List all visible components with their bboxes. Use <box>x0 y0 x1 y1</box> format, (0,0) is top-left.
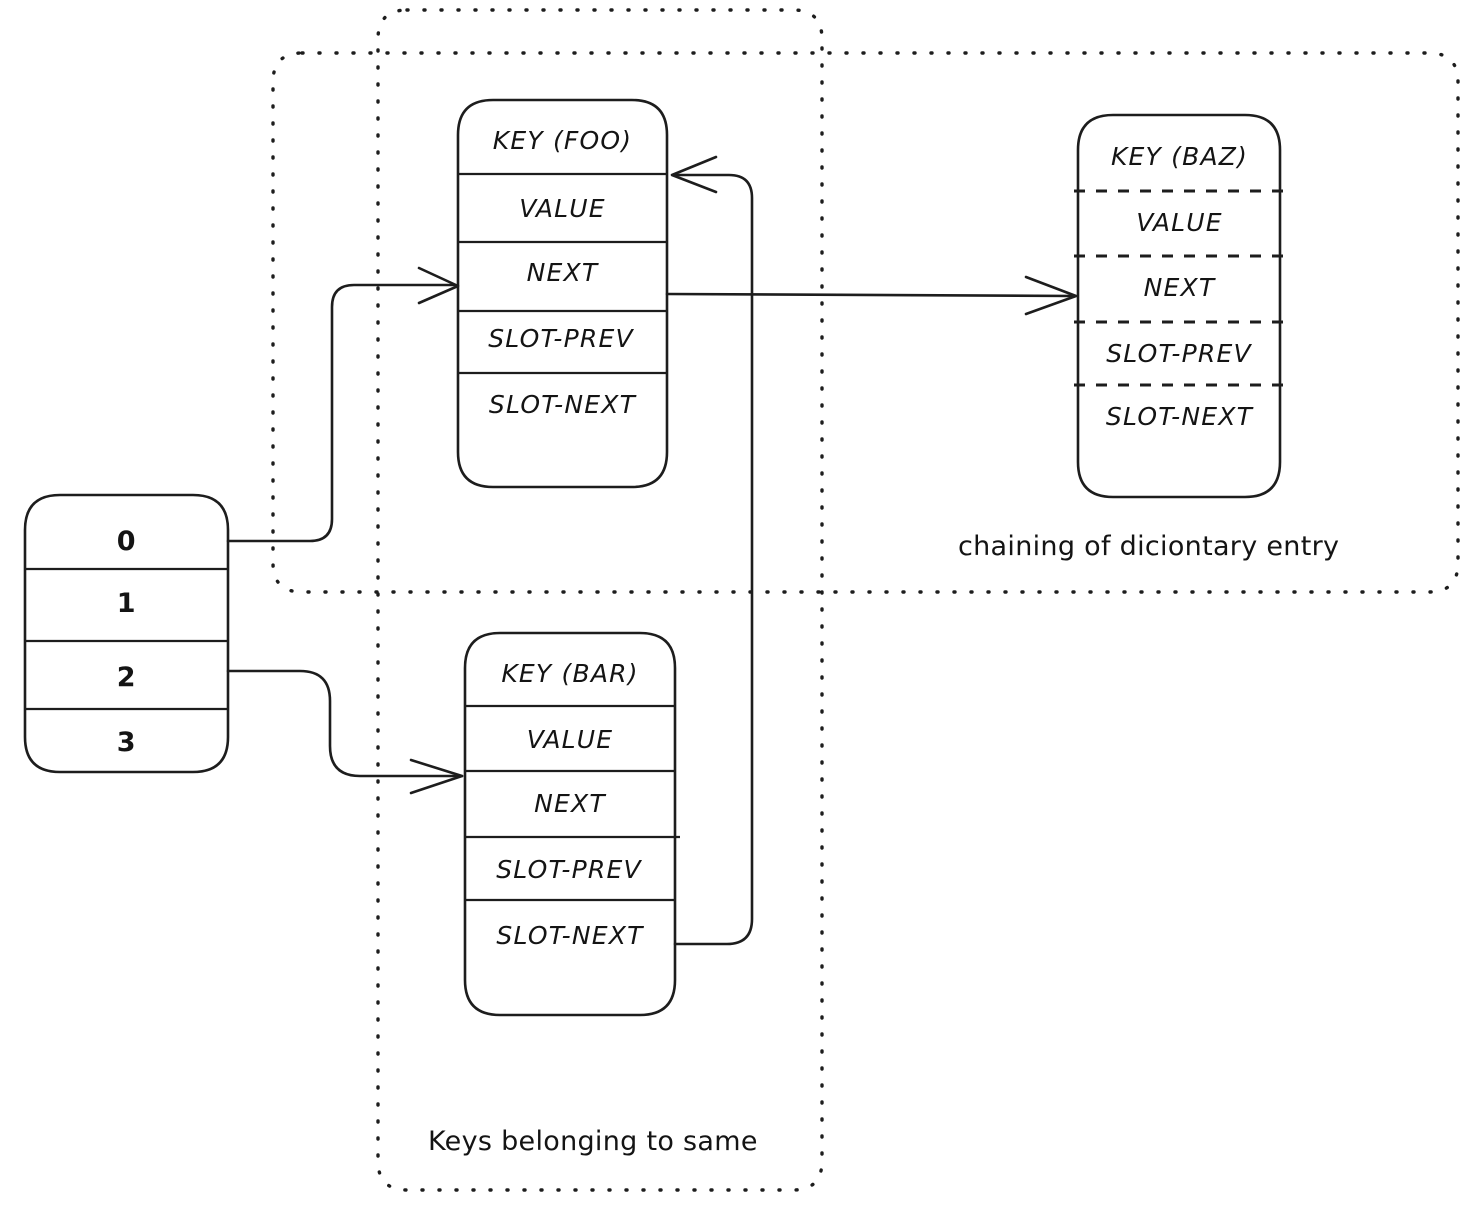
group-slot-link-caption-line-1: Keys belonging to same <box>428 1126 758 1157</box>
group-chaining-boundary <box>271 51 1460 594</box>
connector-slot2-to-bar <box>226 669 464 795</box>
entry-box-foo-outline <box>456 98 669 489</box>
entry-baz-key-label: KEY (BAZ) <box>1110 142 1249 171</box>
entry-bar-key-label: KEY (BAR) <box>501 659 639 688</box>
connector-bar-slotnext-to-foo <box>670 155 754 946</box>
entry-bar-field-value: VALUE <box>526 725 614 754</box>
group-slot-link-boundary <box>376 8 824 1192</box>
entry-foo-field-next: NEXT <box>526 258 599 287</box>
entry-foo-key-label: KEY (FOO) <box>492 126 633 155</box>
slot-label-3[interactable]: 3 <box>116 727 137 758</box>
entry-baz-field-slot-prev: SLOT-PREV <box>1106 339 1252 368</box>
entry-bar-field-next: NEXT <box>534 789 606 818</box>
entry-bar-field-slot-next: SLOT-NEXT <box>496 921 644 950</box>
slot-table-outline <box>23 493 230 774</box>
entry-box-baz-outline <box>1074 113 1284 499</box>
entry-baz-field-value: VALUE <box>1136 208 1223 237</box>
connector-slot0-to-foo <box>226 266 460 543</box>
entry-foo-field-slot-next: SLOT-NEXT <box>488 390 637 419</box>
entry-foo-field-slot-prev: SLOT-PREV <box>488 324 634 353</box>
entry-foo-field-value: VALUE <box>519 194 606 223</box>
entry-bar-field-slot-prev: SLOT-PREV <box>496 855 642 884</box>
group-slot-link-caption: Keys belonging to same slot are linked v… <box>428 1047 758 1211</box>
connector-foo-next-to-baz <box>665 275 1078 316</box>
group-chaining-caption: chaining of diciontary entry <box>958 531 1340 562</box>
entry-baz-field-slot-next: SLOT-NEXT <box>1105 402 1254 431</box>
entry-box-bar-outline <box>463 631 680 1017</box>
slot-label-1[interactable]: 1 <box>116 588 137 619</box>
slot-label-0[interactable]: 0 <box>116 526 137 557</box>
slot-label-2[interactable]: 2 <box>116 662 137 693</box>
entry-baz-field-next: NEXT <box>1143 273 1216 302</box>
